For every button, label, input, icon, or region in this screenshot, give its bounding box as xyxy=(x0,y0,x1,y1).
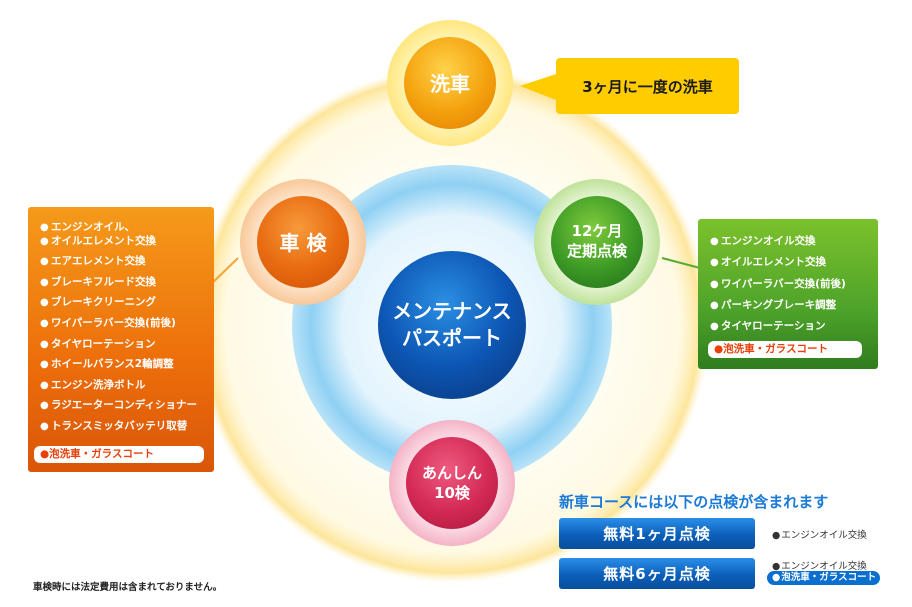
callout-pointer xyxy=(520,74,556,100)
course-1-item: エンジンオイル交換 xyxy=(772,527,867,541)
list-item: パーキングブレーキ調整 xyxy=(710,299,870,312)
periodic-items-list: エンジンオイル交換 オイルエレメント交換 ワイパーラバー交換(前後) パーキング… xyxy=(710,235,870,333)
list-item: トランスミッタバッテリ取替 xyxy=(40,420,206,433)
connector-periodic xyxy=(661,257,701,269)
list-item: ワイパーラバー交換(前後) xyxy=(710,278,870,291)
center-label-line2: パスポート xyxy=(402,326,502,350)
list-item: エンジンオイル、 xyxy=(40,221,206,234)
list-item: ラジエーターコンディショナー xyxy=(40,399,206,412)
list-item: オイルエレメント交換 xyxy=(710,256,870,269)
inspection-label: 車 検 xyxy=(280,231,328,255)
inspection-items-panel: エンジンオイル、 オイルエレメント交換 エアエレメント交換 ブレーキフルード交換… xyxy=(28,207,214,472)
list-item: ブレーキクリーニング xyxy=(40,296,206,309)
list-item: タイヤローテーション xyxy=(40,338,206,351)
inspection-highlight: ●泡洗車・ガラスコート xyxy=(34,446,204,463)
course-6-item: エンジンオイル交換 xyxy=(772,558,867,572)
list-item: ブレーキフルード交換 xyxy=(40,276,206,289)
periodic-circle xyxy=(551,196,643,288)
wash-label: 洗車 xyxy=(430,72,470,96)
list-item: ワイパーラバー交換(前後) xyxy=(40,317,206,330)
list-item: タイヤローテーション xyxy=(710,320,870,333)
periodic-label-line2: 定期点検 xyxy=(567,242,628,260)
center-label-line1: メンテナンス xyxy=(392,299,512,323)
new-car-course-title: 新車コースには以下の点検が含まれます xyxy=(559,493,829,511)
footnote: 車検時には法定費用は含まれておりません。 xyxy=(33,582,223,593)
course-6-highlight: 泡洗車・ガラスコート xyxy=(767,571,880,585)
list-item: エンジン洗浄ボトル xyxy=(40,379,206,392)
list-item: エンジンオイル交換 xyxy=(710,235,870,248)
inspection-items-list: エンジンオイル、 オイルエレメント交換 エアエレメント交換 ブレーキフルード交換… xyxy=(40,221,206,433)
list-item: エアエレメント交換 xyxy=(40,255,206,268)
course-6-month-button[interactable]: 無料6ヶ月点検 xyxy=(559,558,755,589)
inspection-circle xyxy=(257,196,349,288)
periodic-highlight: ●泡洗車・ガラスコート xyxy=(708,341,862,358)
wash-circle xyxy=(404,37,496,129)
course-1-month-button[interactable]: 無料1ヶ月点検 xyxy=(559,518,755,549)
periodic-label-line1: 12ケ月 xyxy=(572,222,623,240)
center-circle xyxy=(378,251,526,399)
anshin-label-line1: あんしん xyxy=(422,464,482,482)
wash-callout: 3ヶ月に一度の洗車 xyxy=(556,58,739,114)
anshin-circle xyxy=(406,437,498,529)
anshin-label-line2: 10検 xyxy=(434,484,471,502)
list-item: オイルエレメント交換 xyxy=(40,235,206,248)
list-item: ホイールバランス2輪調整 xyxy=(40,358,206,371)
